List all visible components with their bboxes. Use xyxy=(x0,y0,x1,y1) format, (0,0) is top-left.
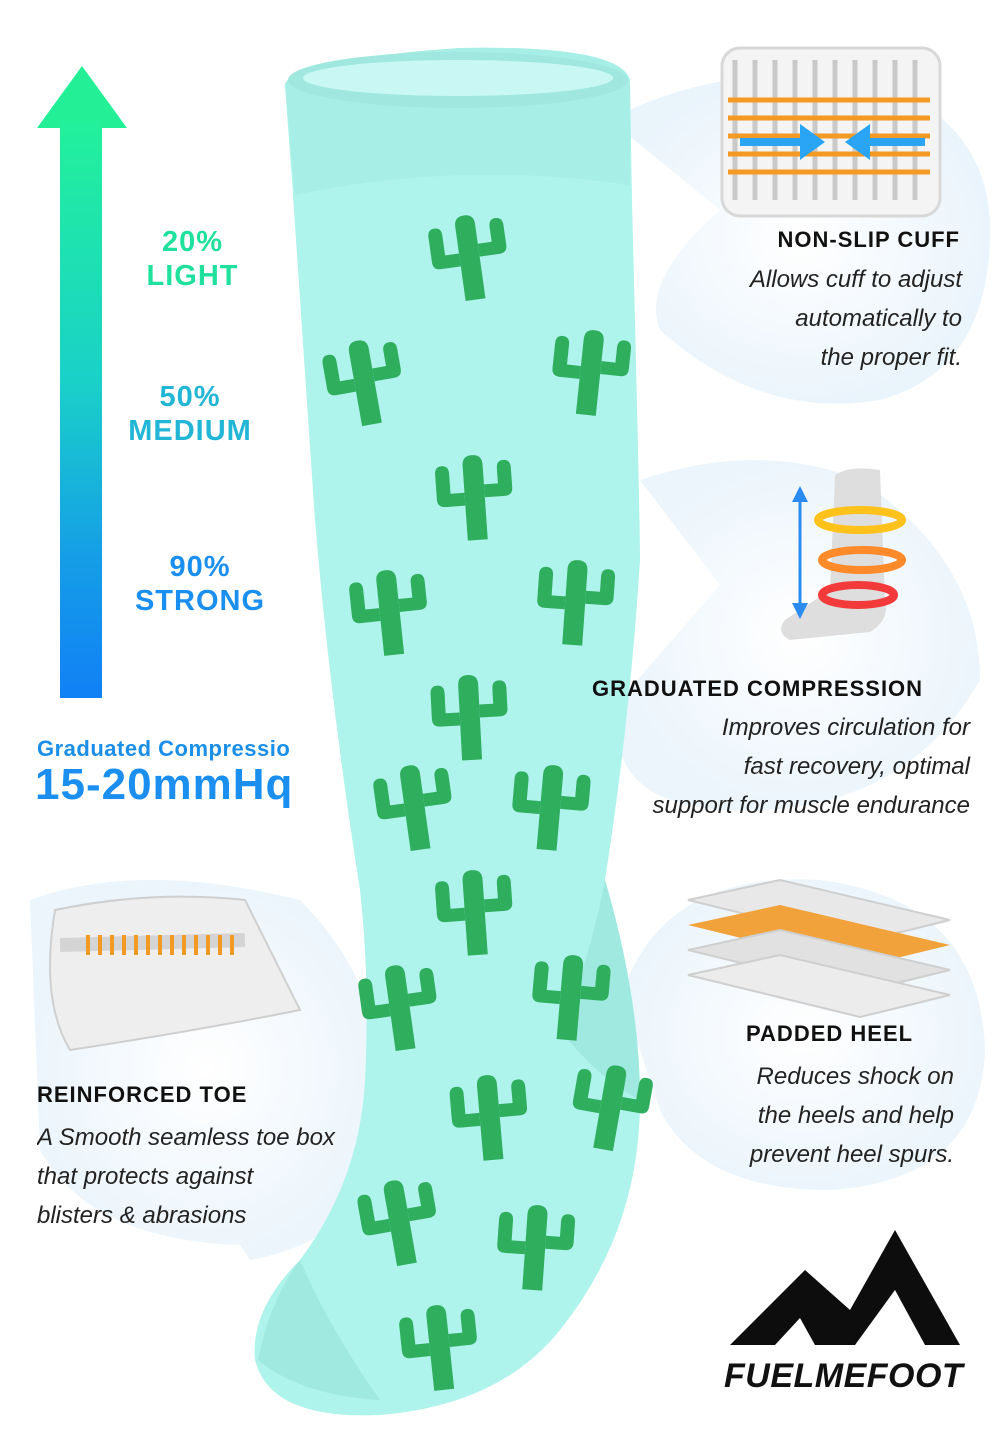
desc-line: Improves circulation for xyxy=(721,714,970,741)
level-label: MEDIUM xyxy=(128,415,252,447)
desc-line: the proper fit. xyxy=(820,344,962,371)
desc-line: fast recovery, optimal xyxy=(743,753,970,780)
level-strong: 90% STRONG xyxy=(105,550,295,618)
compression-description: Improves circulation for fast recovery, … xyxy=(550,708,970,825)
reinforced-toe-fabric-icon xyxy=(49,895,302,1052)
level-percent: 50% xyxy=(159,381,221,413)
level-medium: 50% MEDIUM xyxy=(95,380,285,448)
compression-scale-bar xyxy=(60,120,102,698)
cuff-title: NON-SLIP CUFF xyxy=(777,227,960,252)
level-label: LIGHT xyxy=(146,260,239,292)
cuff-description: Allows cuff to adjust automatically to t… xyxy=(642,260,962,377)
level-percent: 20% xyxy=(161,226,224,258)
level-label: STRONG xyxy=(134,585,266,617)
padded-heel-layers-icon xyxy=(687,878,951,1019)
desc-line: Allows cuff to adjust xyxy=(749,266,962,293)
desc-line: Reduces shock on xyxy=(756,1063,954,1090)
heel-description: Reduces shock on the heels and help prev… xyxy=(654,1057,954,1174)
toe-description: A Smooth seamless toe box that protects … xyxy=(37,1118,387,1235)
graduated-compression-value: 15-20mmHq xyxy=(35,760,294,809)
desc-line: A Smooth seamless toe box xyxy=(37,1124,335,1151)
brand-name: FUELMEFOOT xyxy=(724,1357,964,1395)
graduated-compression-title: Graduated Compressio xyxy=(37,736,291,761)
desc-line: that protects against xyxy=(37,1163,254,1190)
compression-leg-icon xyxy=(781,468,906,640)
compression-title: GRADUATED COMPRESSION xyxy=(592,676,924,701)
level-light: 20% LIGHT xyxy=(110,225,275,293)
desc-line: blisters & abrasions xyxy=(37,1202,247,1229)
arrow-up-icon xyxy=(37,66,127,128)
level-percent: 90% xyxy=(169,551,231,583)
desc-line: the heels and help xyxy=(757,1102,954,1129)
desc-line: prevent heel spurs. xyxy=(749,1141,954,1168)
desc-line: automatically to xyxy=(795,305,962,332)
brand-mountain-logo-icon xyxy=(730,1230,960,1345)
toe-title: REINFORCED TOE xyxy=(37,1082,248,1107)
heel-title: PADDED HEEL xyxy=(746,1021,914,1046)
cuff-illustration-icon xyxy=(720,46,942,218)
desc-line: support for muscle endurance xyxy=(652,792,970,819)
